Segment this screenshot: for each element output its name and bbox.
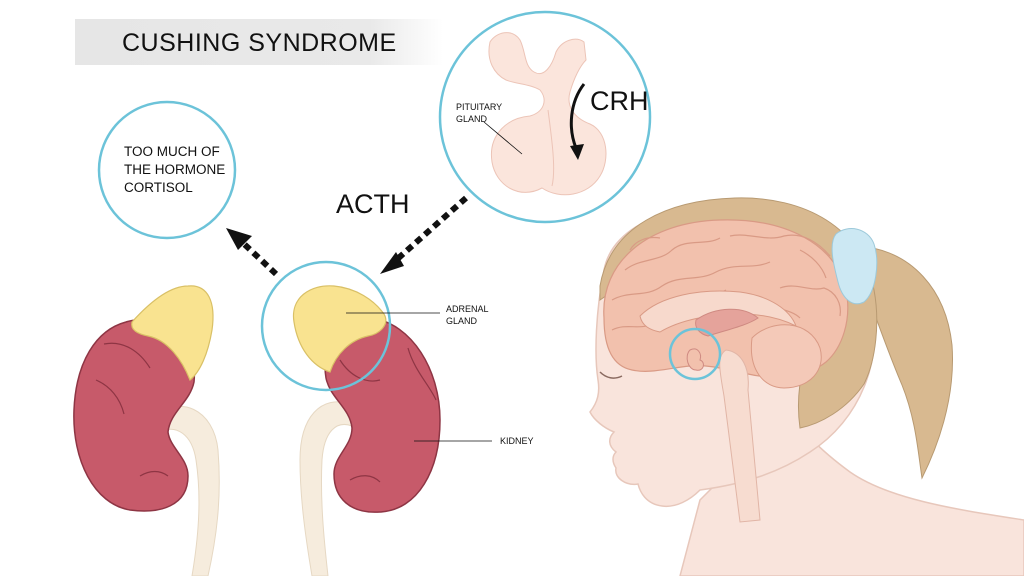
crh-label: CRH (590, 86, 649, 116)
right-kidney-fold (339, 347, 437, 483)
pituitary-focus-circle (668, 327, 722, 381)
cortisol-label-line1: TOO MUCH OF (124, 144, 220, 159)
eye (599, 371, 623, 379)
title-banner (75, 19, 443, 65)
acth-arrow-line (392, 195, 468, 265)
adrenal-focus-circle (260, 260, 392, 392)
kidney-label: KIDNEY (500, 436, 534, 446)
pituitary-magnified (438, 10, 652, 224)
crh-arrow (569, 83, 586, 149)
ventricle (695, 308, 759, 337)
head-illustration (589, 197, 1024, 576)
acth-label: ACTH (336, 189, 410, 219)
cortisol-label-line3: CORTISOL (124, 180, 193, 195)
crh-arrowhead (570, 144, 584, 160)
hair-tie (831, 228, 878, 305)
pituitary-small (686, 348, 704, 371)
adrenal-label-line1: ADRENAL (446, 304, 489, 314)
pituitary-label-line1: PITUITARY (456, 102, 502, 112)
cortisol-arrow-line (239, 239, 279, 277)
cortisol-label-line2: THE HORMONE (124, 162, 225, 177)
right-adrenal-gland (292, 285, 387, 373)
ponytail (857, 245, 954, 480)
left-adrenal-gland (131, 285, 214, 381)
cortisol-arrowhead (226, 228, 252, 250)
adrenal-label-line2: GLAND (446, 316, 478, 326)
page-title: CUSHING SYNDROME (122, 29, 397, 57)
cerebellum (750, 324, 822, 389)
pituitary-label-line2: GLAND (456, 114, 488, 124)
pituitary-leader-line (483, 121, 523, 155)
cortisol-circle (97, 100, 237, 240)
acth-arrowhead (380, 252, 404, 274)
left-kidney-fold (95, 342, 169, 477)
right-kidney (324, 316, 441, 513)
